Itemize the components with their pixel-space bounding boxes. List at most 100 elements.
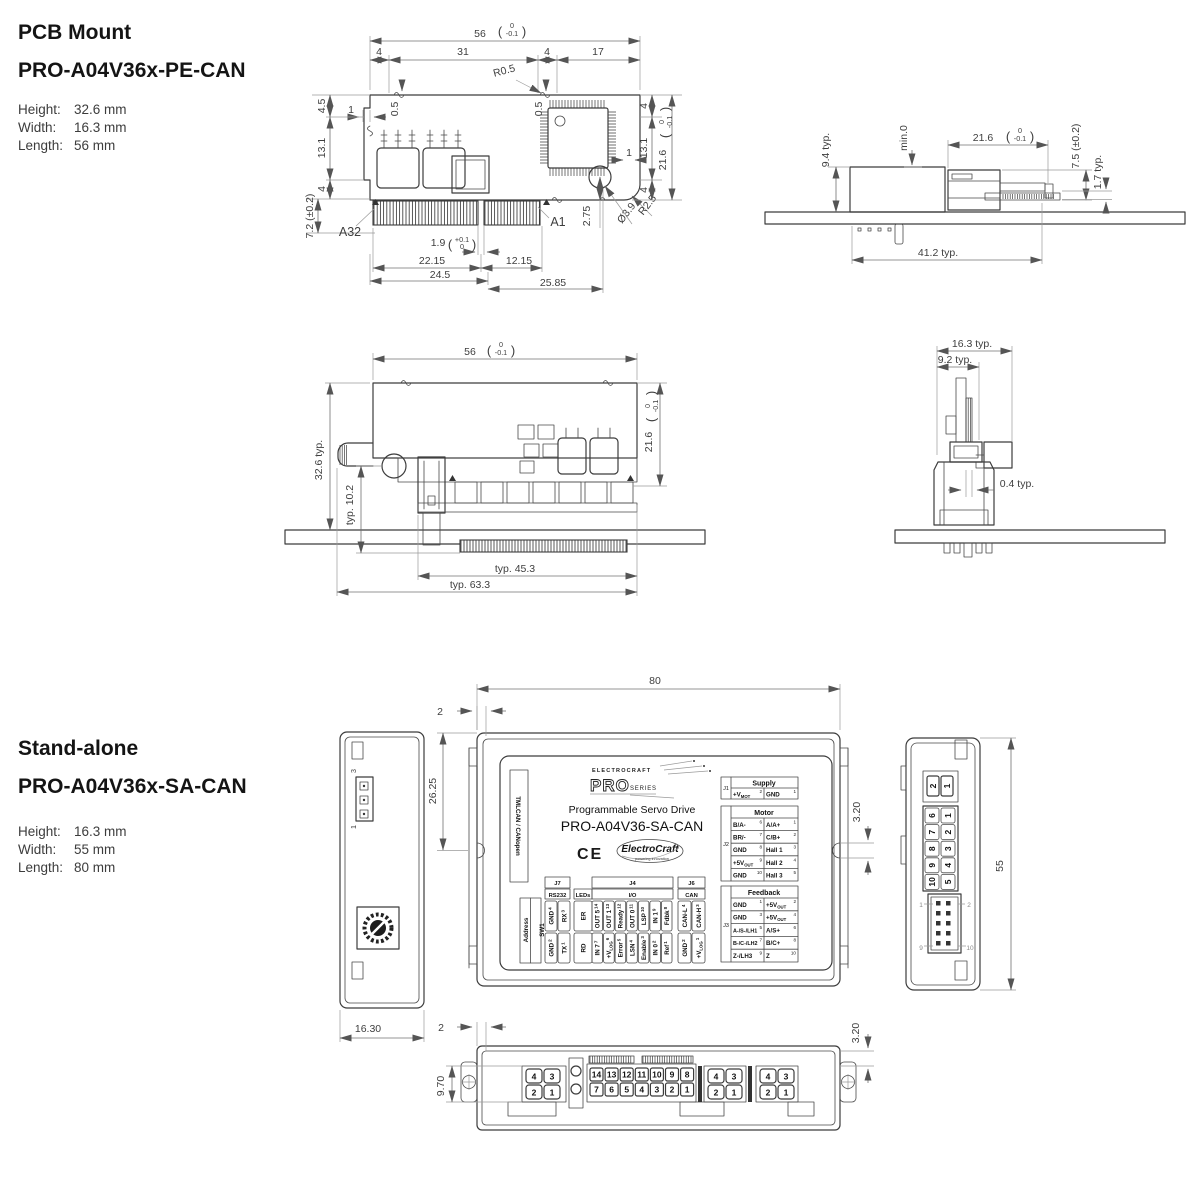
dim-label: 2.75 xyxy=(581,206,593,227)
pin-number: 2 xyxy=(793,832,796,837)
paren: ( xyxy=(644,417,659,422)
io-cell: GND4 xyxy=(547,907,555,925)
standalone-header: Stand-alone PRO-A04V36x-SA-CAN Height:16… xyxy=(18,738,247,876)
dim-label: 0.5 xyxy=(533,102,545,117)
table-cell: A/S+ xyxy=(766,927,780,934)
pin-number: 7 xyxy=(759,938,762,943)
dim-label: 17 xyxy=(592,46,604,58)
sa-left-view: 3 1 16.30 xyxy=(339,731,425,1042)
qfp-chip xyxy=(540,100,616,176)
paren: ( xyxy=(498,24,503,39)
leds-title: LEDs xyxy=(576,893,591,899)
table-cell: Z-/LH3 xyxy=(733,953,753,960)
rs232-block: J7 RS232 GND4 RX3 GND2 TX1 xyxy=(544,876,571,964)
pin-number: 3 xyxy=(784,1072,789,1082)
pin-number: 4 xyxy=(714,1072,719,1082)
pin-number: 10 xyxy=(652,1070,662,1080)
pin-number: 14 xyxy=(592,1070,602,1080)
dim-label: 9.2 typ. xyxy=(938,354,972,366)
model-name: PRO-A04V36x-SA-CAN xyxy=(18,775,247,798)
spec-value: 56 mm xyxy=(74,137,116,153)
table-cell: +VMOT xyxy=(733,792,751,800)
dimensions: 9.4 typ. min.0 21.6 ( 0 -0.1 ) 7.5 (±0.2… xyxy=(820,124,1112,264)
table-title: Supply xyxy=(752,781,775,788)
drive-subtitle: Programmable Servo Drive xyxy=(569,804,696,816)
pin-number: 10 xyxy=(757,870,763,875)
dim-label: 41.2 typ. xyxy=(918,247,958,259)
dim-label: 4 xyxy=(638,187,650,193)
supply-table: J1 Supply +VMOT 2 GND 1 xyxy=(720,776,799,800)
pin-number: 1 xyxy=(793,820,796,825)
pin-callout: A1 xyxy=(550,215,565,229)
dim-label: 9.70 xyxy=(435,1076,447,1097)
spec-label: Length: xyxy=(18,859,64,875)
io-cell: OUT 011 xyxy=(628,904,636,929)
pin-number: 1 xyxy=(759,899,762,904)
left-geometry xyxy=(339,731,425,1009)
pin-number: 9 xyxy=(670,1070,675,1080)
dim-label: 0.4 typ. xyxy=(1000,478,1034,490)
pin-label: 3 xyxy=(349,769,358,773)
dim-label: 1.7 typ. xyxy=(1092,155,1104,189)
motor-table: J2 Motor B/A- 6 A/A+ 1 BR/- 7 C/B+ 2 GND… xyxy=(720,805,799,882)
pin-number: 3 xyxy=(550,1072,555,1082)
pcb-top-view: 56 ( 0 -0.1 ) 4 31 4 17 R0.5 0.5 0.5 1 xyxy=(304,21,682,293)
table-cell: Hall 2 xyxy=(766,860,783,867)
table-cell: +5VOUT xyxy=(766,915,787,923)
table-cell: +5VOUT xyxy=(733,860,754,868)
dim-label: 4 xyxy=(544,46,550,58)
dim-label: 3.20 xyxy=(850,1023,862,1044)
pin-number: 4 xyxy=(793,857,796,862)
rotary-switch xyxy=(362,912,394,944)
dim-label: 13.1 xyxy=(316,138,328,159)
leds-block: LEDs ER RD xyxy=(573,888,593,964)
pin-number: 6 xyxy=(759,820,762,825)
pin-number: 6 xyxy=(793,925,796,930)
dim-label: 1 xyxy=(626,147,632,159)
separator xyxy=(698,1066,702,1102)
dim-label: typ. 63.3 xyxy=(450,579,490,591)
dim-tol: -0.1 xyxy=(665,116,674,128)
io-cell: CAN-L4 xyxy=(681,904,689,927)
dim-label: 13.1 xyxy=(638,138,650,159)
dim-tol: 0 xyxy=(510,21,514,30)
pin-number: 7 xyxy=(594,1085,599,1095)
pin-number: 10 xyxy=(927,877,937,887)
ec-logo-name: ElectroCraft xyxy=(621,844,679,855)
dimensions: 3 1 16.30 xyxy=(339,769,425,1042)
model-name: PRO-A04V36x-PE-CAN xyxy=(18,59,246,82)
can-block: J6 CAN CAN-L4 CAN-H3 GND2 +VLOG1 xyxy=(677,876,706,964)
table-cell: B/C+ xyxy=(766,940,781,947)
pin-number: 10 xyxy=(966,945,974,952)
pin-number: 5 xyxy=(624,1085,629,1095)
pin-number: 4 xyxy=(943,863,953,868)
table-title: CAN xyxy=(685,893,698,899)
table-title: Motor xyxy=(754,810,774,817)
pin-number: 2 xyxy=(928,783,938,788)
dim-label: 4.5 xyxy=(316,99,328,114)
dim-tol: 0 xyxy=(460,242,464,251)
table-cell: BR/- xyxy=(733,835,746,842)
paren: ) xyxy=(658,107,673,111)
dim-label: 26.25 xyxy=(427,778,439,804)
io-cell: IN 77 xyxy=(594,940,602,955)
dim-label: R2.5 xyxy=(636,193,659,218)
io-cell: GND2 xyxy=(547,939,555,957)
table-cell: GND xyxy=(733,847,747,854)
dim-label: 80 xyxy=(649,675,661,687)
bottom-connector-j6: 4 3 2 1 xyxy=(703,1065,747,1103)
table-cell: GND xyxy=(733,902,747,909)
dim-label: 16.30 xyxy=(355,1023,381,1035)
pin-number: 8 xyxy=(793,938,796,943)
dim-label: typ. 10.2 xyxy=(344,485,356,525)
pin-number: 2 xyxy=(967,902,971,909)
dim-tol: -0.1 xyxy=(1014,134,1026,143)
pin-number: 11 xyxy=(637,1070,646,1080)
power-transistors xyxy=(376,129,466,189)
dimensions: 56 ( 0 -0.1 ) 32.6 typ. typ. 10.2 21.6 (… xyxy=(313,340,667,596)
io-cell: IN 02 xyxy=(652,940,660,955)
io-cell: Ref1 xyxy=(663,941,671,955)
pin-number: 1 xyxy=(784,1088,789,1098)
pin-number: 7 xyxy=(759,832,762,837)
edge-connector xyxy=(372,199,550,226)
